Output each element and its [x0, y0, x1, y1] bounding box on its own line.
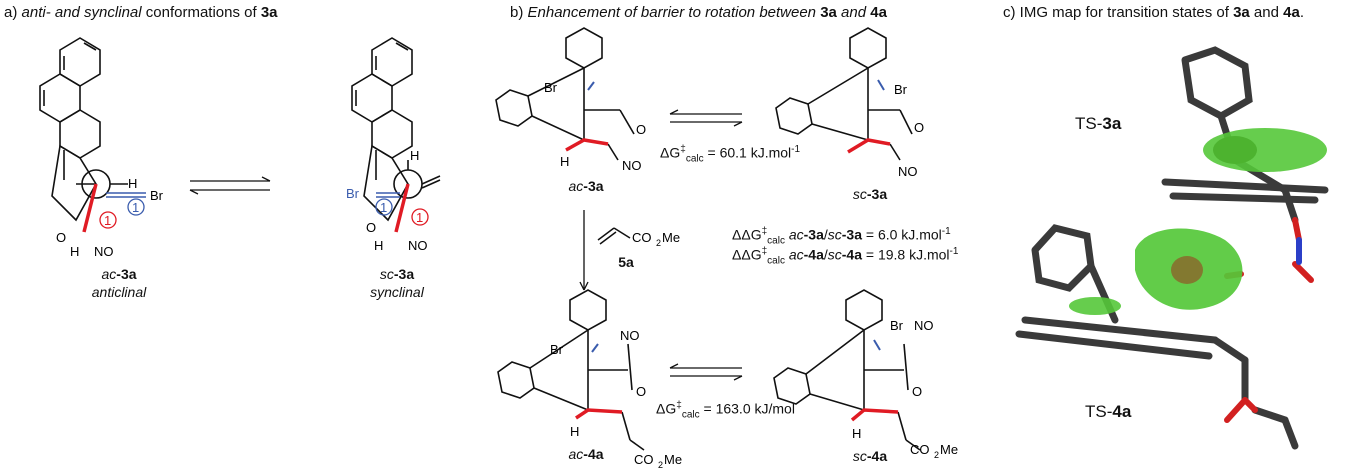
b-sc-3a-no2: NO — [898, 164, 918, 179]
b-sc-4a-red-bond — [850, 408, 899, 422]
b-reagent-me: Me — [662, 230, 680, 245]
ts3a-oxygens — [1292, 217, 1314, 283]
b-ac-3a-no2: NO — [622, 158, 642, 173]
ac-3a-red-circle — [99, 211, 117, 229]
b-bottom-equilibrium — [669, 363, 743, 381]
panel-a-structures: 1 1 H Br O H NO — [39, 37, 441, 259]
panel-c: c) IMG map for transition states of 3a a… — [995, 0, 1367, 471]
ts4a-isosurface-core — [1171, 256, 1203, 284]
ac-3a-caption: anticlinal — [91, 284, 147, 300]
panel-a-equilibrium-arrow — [189, 176, 271, 195]
panel-b-structures: Br O H NO Br O NO — [495, 27, 958, 470]
ac-3a-br: Br — [150, 188, 164, 203]
b-sc-3a-interaction — [877, 79, 885, 91]
sc-3a-h: H — [410, 148, 419, 163]
b-energy-top: ΔG‡calc = 60.1 kJ.mol-1 — [660, 144, 801, 165]
b-ac-3a-structure — [495, 27, 635, 161]
b-ac-3a-red-bond — [565, 138, 609, 152]
ac-3a-red-num: 1 — [104, 213, 111, 228]
sc-3a-br: Br — [346, 186, 360, 201]
b-ac-4a-h: H — [570, 424, 579, 439]
sc-3a-highlight-bond — [394, 183, 410, 233]
sc-3a-no2: NO — [408, 238, 428, 253]
b-ac-3a-br: Br — [544, 80, 558, 95]
b-down-arrow — [579, 210, 589, 291]
b-ac-4a-no2: NO — [620, 328, 640, 343]
ts4a-isosurface-small — [1069, 297, 1121, 315]
b-ddg-line2: ΔΔG‡calc ac-4a/sc-4a = 19.8 kJ.mol-1 — [732, 246, 959, 267]
b-top-equilibrium — [669, 109, 743, 127]
sc-3a-h2: H — [374, 238, 383, 253]
ts4a-label: TS-4a — [1085, 402, 1132, 421]
b-sc-4a-sub2: 2 — [934, 450, 939, 460]
b-sc-3a-br: Br — [894, 82, 908, 97]
b-ac-4a-me: Me — [664, 452, 682, 467]
panel-a-title-mid: conformations of — [141, 4, 261, 21]
b-ac-4a-label: ac-4a — [568, 446, 604, 462]
b-ac-3a-interaction — [587, 81, 595, 91]
b-sc-4a-interaction — [873, 339, 881, 351]
sc-3a-label: sc-3a — [379, 266, 415, 282]
ac-3a-structure — [39, 37, 128, 222]
sc-3a-o: O — [366, 220, 376, 235]
b-reagent-label: 5a — [618, 254, 634, 270]
b-ac-4a-sub2: 2 — [658, 460, 663, 470]
panel-a: a) anti- and synclinal conformations of … — [0, 0, 470, 471]
b-sc-4a-me: Me — [940, 442, 958, 457]
ts4a-model — [1015, 224, 1299, 450]
ts3a-label: TS-3a — [1075, 114, 1122, 133]
panel-b-title: b) Enhancement of barrier to rotation be… — [510, 4, 887, 21]
ac-3a-label: ac-3a — [101, 266, 137, 282]
b-ac-4a-red-bond — [575, 408, 623, 420]
ac-3a-o: O — [56, 230, 66, 245]
b-energy-bottom: ΔG‡calc = 163.0 kJ/mol — [656, 400, 795, 421]
ac-3a-h2: H — [70, 244, 79, 259]
b-reagent-structure — [597, 227, 631, 245]
sc-3a-blue-num: 1 — [380, 200, 387, 215]
b-sc-3a-o: O — [914, 120, 924, 135]
ac-3a-highlight-bond — [82, 183, 98, 233]
b-sc-4a-o: O — [912, 384, 922, 399]
sc-3a-structure — [351, 37, 441, 222]
panel-a-title-italic: anti- and synclinal — [21, 4, 142, 21]
b-sc-4a-label: sc-4a — [852, 448, 888, 464]
panel-c-render — [1015, 46, 1329, 450]
ts3a-isosurface-core — [1213, 136, 1257, 164]
panel-a-title: a) anti- and synclinal conformations of … — [4, 4, 278, 21]
sc-3a-red-circle — [411, 208, 429, 226]
b-ac-4a-o: O — [636, 384, 646, 399]
sc-3a-caption: synclinal — [370, 284, 424, 300]
b-ac-3a-o: O — [636, 122, 646, 137]
b-sc-4a-br: Br — [890, 318, 904, 333]
b-reagent-sub2: 2 — [656, 238, 661, 248]
b-ddg-line1: ΔΔG‡calc ac-3a/sc-3a = 6.0 kJ.mol-1 — [732, 226, 951, 247]
b-sc-4a-h: H — [852, 426, 861, 441]
b-ac-3a-h: H — [560, 154, 569, 169]
ac-3a-blue-circle — [127, 198, 145, 216]
ac-3a-h: H — [128, 176, 137, 191]
ac-3a-blue-num: 1 — [132, 200, 139, 215]
b-sc-4a-structure — [773, 289, 921, 451]
panel-b: b) Enhancement of barrier to rotation be… — [480, 0, 995, 471]
ac-3a-no2: NO — [94, 244, 114, 259]
b-ac-4a-structure — [497, 289, 645, 451]
ts3a-model — [1161, 46, 1329, 224]
b-reagent-co: CO — [632, 230, 652, 245]
b-ac-4a-interaction — [591, 343, 599, 353]
b-ac-3a-label: ac-3a — [568, 178, 604, 194]
panel-a-title-bold: 3a — [260, 4, 278, 21]
b-ac-4a-br: Br — [550, 342, 564, 357]
sc-3a-red-num: 1 — [416, 210, 423, 225]
b-sc-3a-red-bond — [847, 138, 891, 154]
panel-c-title: c) IMG map for transition states of 3a a… — [1003, 4, 1304, 21]
b-sc-3a-structure — [775, 27, 913, 161]
b-sc-4a-no2: NO — [914, 318, 934, 333]
b-sc-3a-label: sc-3a — [852, 186, 888, 202]
panel-a-title-prefix: a) — [4, 4, 22, 21]
b-sc-4a-co: CO — [910, 442, 930, 457]
sc-3a-blue-circle — [375, 198, 393, 216]
b-ac-4a-co: CO — [634, 452, 654, 467]
